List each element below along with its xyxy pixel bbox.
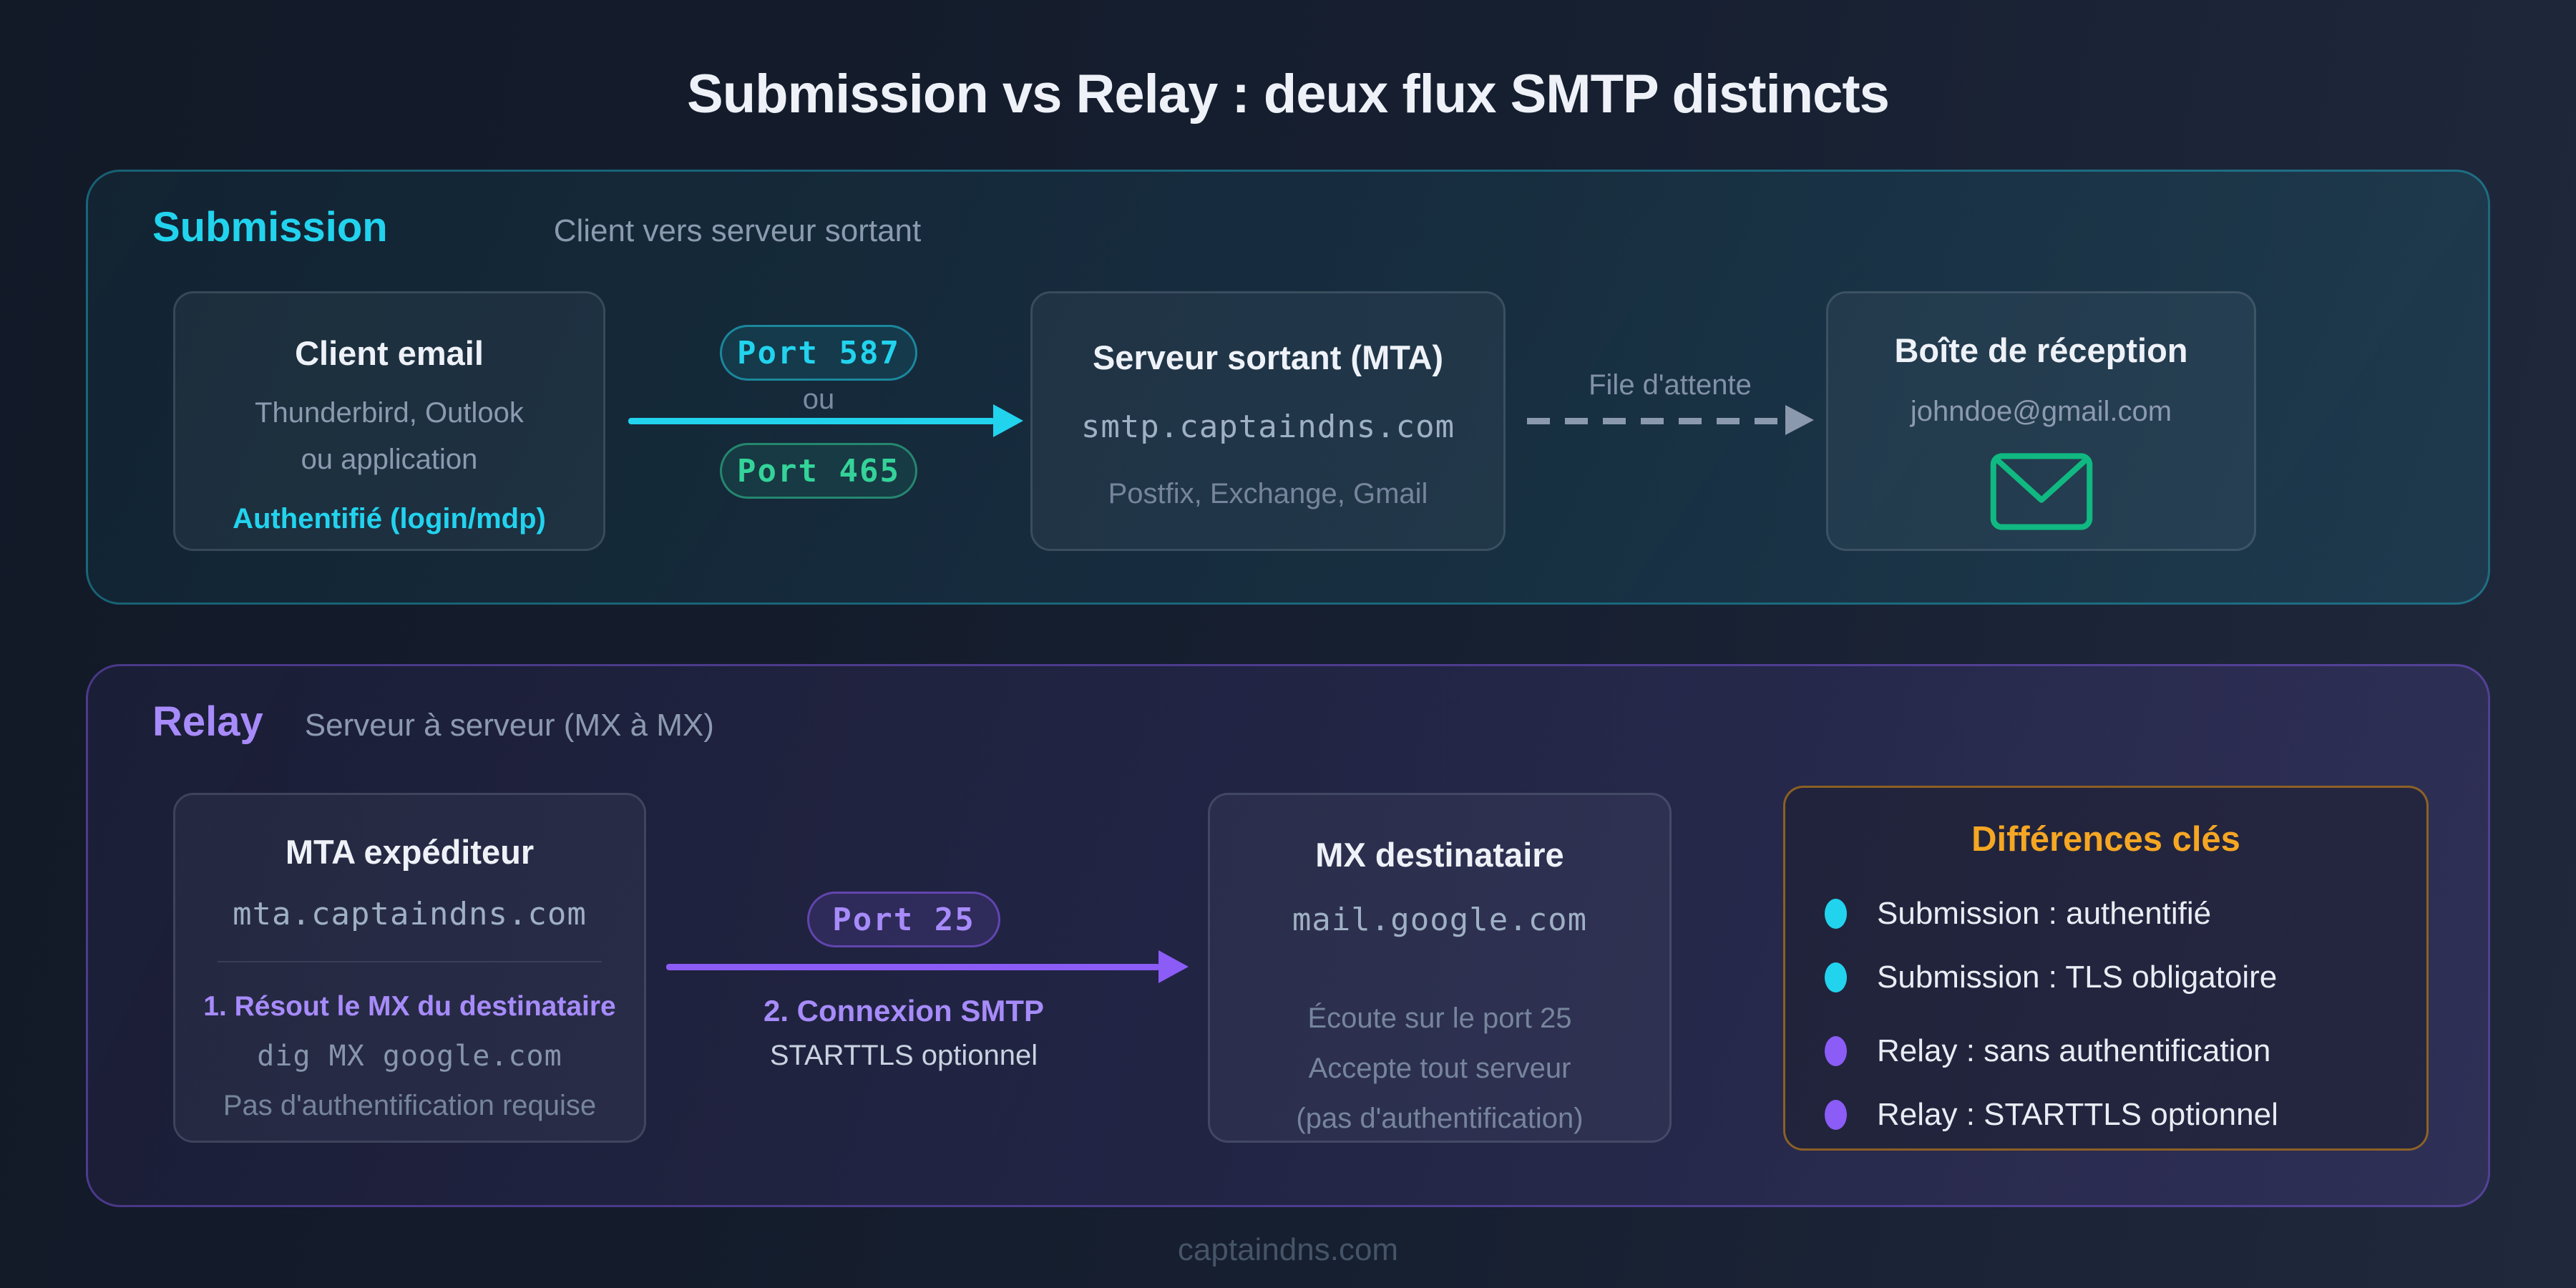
difference-label: Submission : TLS obligatoire — [1877, 960, 2278, 995]
footer-watermark: captaindns.com — [1177, 1232, 1399, 1267]
queue-label: File d'attente — [1589, 369, 1752, 401]
submission-panel-title: Submission — [152, 204, 388, 250]
sender-mta-title: MTA expéditeur — [285, 833, 535, 871]
sender-mta-divider — [217, 961, 602, 962]
relay-panel: Relay Serveur à serveur (MX à MX) MTA ex… — [86, 664, 2490, 1207]
port-465-badge: Port 465 — [720, 443, 917, 499]
difference-label: Relay : sans authentification — [1877, 1033, 2271, 1068]
port-587-badge: Port 587 — [720, 325, 917, 381]
port-25-badge: Port 25 — [807, 892, 1000, 947]
bullet-dot-purple — [1825, 1100, 1847, 1130]
difference-item: Submission : TLS obligatoire — [1825, 959, 2426, 996]
client-email-box: Client email Thunderbird, Outlook ou app… — [173, 291, 605, 551]
difference-item: Relay : STARTTLS optionnel — [1825, 1096, 2426, 1133]
step2-label: 2. Connexion SMTP — [763, 994, 1045, 1028]
bullet-dot-cyan — [1825, 899, 1847, 929]
dig-command: dig MX google.com — [257, 1040, 562, 1073]
bullet-dot-cyan — [1825, 962, 1847, 992]
recipient-mx-line2: Accepte tout serveur — [1308, 1053, 1571, 1084]
client-email-title: Client email — [295, 334, 484, 372]
recipient-mx-title: MX destinataire — [1315, 836, 1564, 874]
outgoing-server-title: Serveur sortant (MTA) — [1092, 338, 1444, 376]
or-label: ou — [802, 384, 835, 415]
queue-arrow-head — [1785, 405, 1814, 435]
sender-mta-box: MTA expéditeur mta.captaindns.com 1. Rés… — [173, 793, 646, 1143]
recipient-mx-host: mail.google.com — [1292, 902, 1588, 938]
submission-panel-header: Submission Client vers serveur sortant — [152, 203, 921, 251]
page-title: Submission vs Relay : deux flux SMTP dis… — [687, 64, 1890, 125]
difference-label: Relay : STARTTLS optionnel — [1877, 1097, 2278, 1132]
outgoing-server-subtitle: Postfix, Exchange, Gmail — [1108, 478, 1428, 509]
client-email-line2: ou application — [301, 444, 478, 475]
relay-arrow-head — [1158, 950, 1189, 983]
outgoing-server-box: Serveur sortant (MTA) smtp.captaindns.co… — [1030, 291, 1506, 551]
key-differences-title: Différences clés — [1971, 820, 2240, 859]
relay-panel-title: Relay — [152, 698, 263, 745]
relay-arrow-line — [666, 964, 1160, 970]
recipient-mx-box: MX destinataire mail.google.com Écoute s… — [1208, 793, 1672, 1143]
submission-arrow-line — [628, 418, 995, 424]
difference-label: Submission : authentifié — [1877, 896, 2212, 931]
client-auth-note: Authentifié (login/mdp) — [233, 503, 546, 535]
inbox-email: johndoe@gmail.com — [1910, 396, 2172, 427]
relay-panel-header: Relay Serveur à serveur (MX à MX) — [152, 698, 714, 746]
key-differences-box: Différences clés Submission : authentifi… — [1783, 786, 2429, 1151]
difference-item: Submission : authentifié — [1825, 895, 2426, 932]
step2-note: STARTTLS optionnel — [769, 1040, 1038, 1071]
inbox-box: Boîte de réception johndoe@gmail.com — [1826, 291, 2256, 551]
bullet-dot-purple — [1825, 1036, 1847, 1066]
envelope-icon — [1990, 453, 2092, 530]
outgoing-server-host: smtp.captaindns.com — [1080, 409, 1455, 445]
queue-arrow-line — [1527, 418, 1785, 424]
client-email-line1: Thunderbird, Outlook — [255, 397, 524, 429]
difference-item: Relay : sans authentification — [1825, 1033, 2426, 1070]
step1-label: 1. Résout le MX du destinataire — [203, 991, 616, 1022]
recipient-mx-line3: (pas d'authentification) — [1296, 1103, 1584, 1134]
recipient-mx-line1: Écoute sur le port 25 — [1307, 1002, 1572, 1034]
sender-mta-host: mta.captaindns.com — [233, 896, 587, 932]
inbox-title: Boîte de réception — [1894, 331, 2188, 369]
submission-panel: Submission Client vers serveur sortant C… — [86, 170, 2490, 605]
submission-arrow-head — [993, 404, 1023, 437]
submission-panel-subtitle: Client vers serveur sortant — [553, 213, 922, 248]
sender-mta-note: Pas d'authentification requise — [223, 1090, 597, 1121]
relay-panel-subtitle: Serveur à serveur (MX à MX) — [304, 708, 714, 743]
